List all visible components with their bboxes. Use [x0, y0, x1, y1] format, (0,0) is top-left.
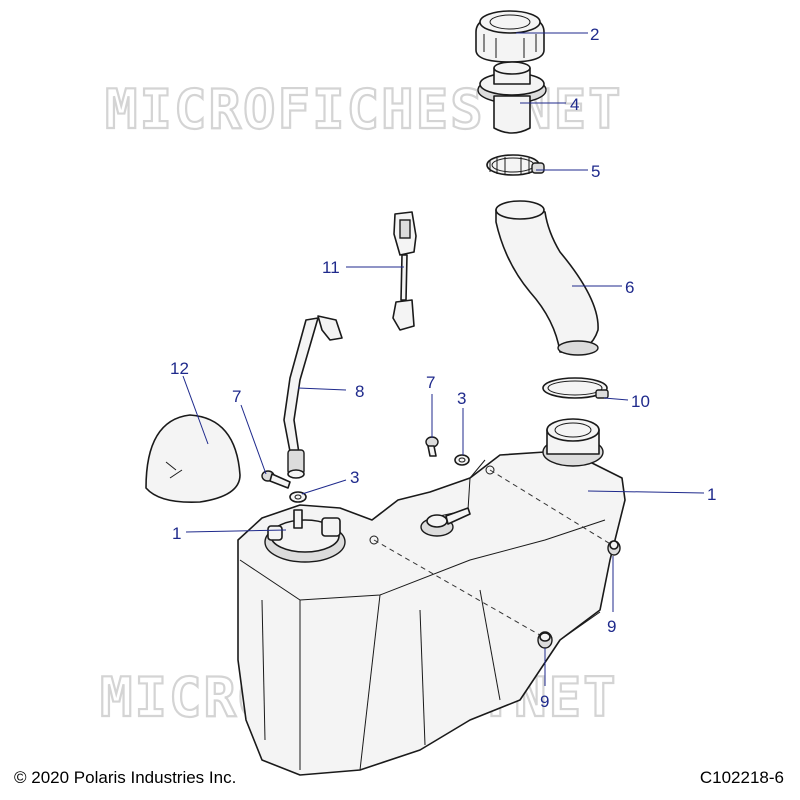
callout-6: 6	[625, 278, 634, 297]
callout-12: 12	[170, 359, 189, 378]
callout-1-right: 1	[707, 485, 716, 504]
filler-hose-clamp[interactable]	[542, 377, 609, 399]
washer-left[interactable]	[289, 491, 307, 503]
filler-neck-adapter[interactable]	[477, 61, 547, 134]
callout-5: 5	[591, 162, 600, 181]
fuel-pump-module[interactable]	[264, 509, 346, 563]
vent-line[interactable]	[283, 315, 343, 479]
mount-hole-rear	[485, 465, 495, 475]
callout-7-left: 7	[232, 387, 241, 406]
callout-9-bottom: 9	[540, 692, 549, 711]
copyright-text: © 2020 Polaris Industries Inc.	[14, 768, 237, 787]
bolt-right[interactable]	[425, 436, 439, 457]
filler-hose[interactable]	[495, 200, 599, 356]
callout-7-right: 7	[426, 373, 435, 392]
callout-11: 11	[322, 258, 340, 277]
fuel-cap[interactable]	[475, 10, 545, 63]
callout-3-right: 3	[457, 389, 466, 408]
tank-filler-neck[interactable]	[542, 418, 604, 467]
callouts: 2 4 5 6 10 11 8 12 7 7 3 3 1 1 9 9	[170, 25, 716, 711]
callout-8: 8	[355, 382, 364, 401]
grommet-front[interactable]	[537, 631, 553, 649]
hose-clamp[interactable]	[486, 154, 545, 176]
grommet-rear[interactable]	[607, 540, 621, 556]
callout-10: 10	[631, 392, 650, 411]
leader-lines	[182, 32, 705, 686]
assembly-line-rear	[489, 469, 613, 546]
mount-hole-front	[369, 535, 379, 545]
tank-vent-fitting[interactable]	[420, 507, 471, 537]
diagram-id: C102218-6	[699, 768, 784, 787]
callout-2: 2	[590, 25, 599, 44]
fuel-pump-harness[interactable]	[392, 211, 417, 331]
washer-right[interactable]	[454, 454, 470, 466]
callout-4: 4	[570, 95, 579, 114]
callout-3-left: 3	[350, 468, 359, 487]
bolt-left[interactable]	[261, 470, 291, 489]
callout-1-left: 1	[172, 524, 181, 543]
callout-9-right: 9	[607, 617, 616, 636]
rollover-cover[interactable]	[145, 414, 241, 504]
assembly-line-front	[373, 539, 546, 639]
